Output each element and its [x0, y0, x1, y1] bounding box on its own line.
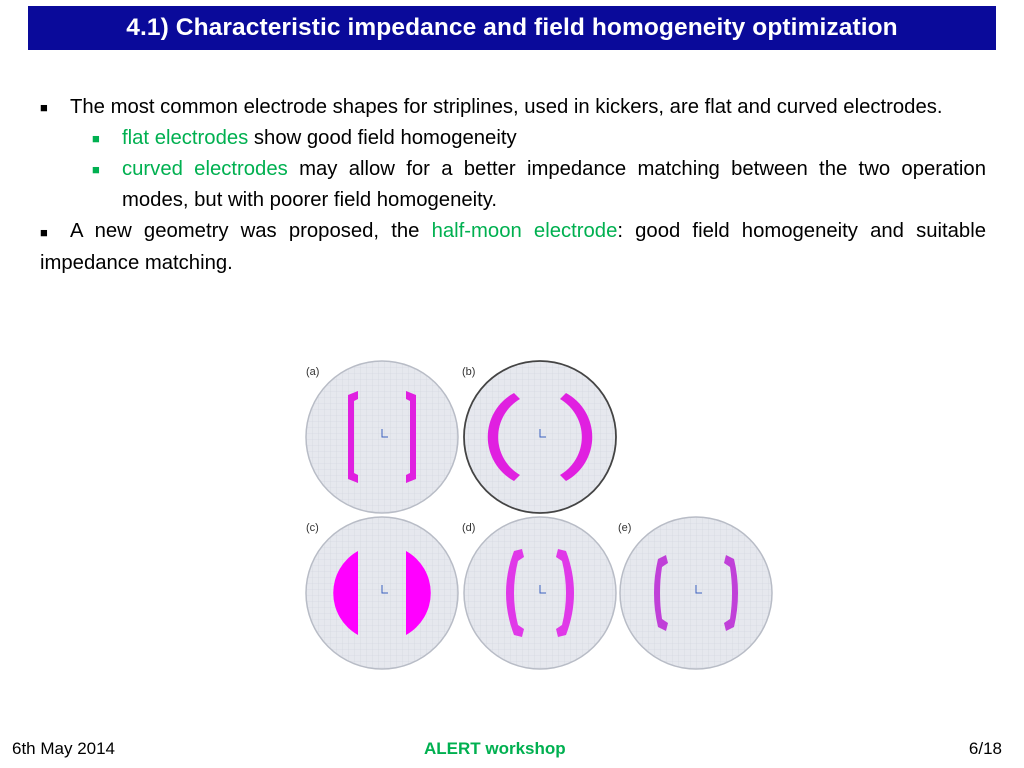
flat-electrode-right — [406, 391, 416, 483]
bullet-text-1: The most common electrode shapes for str… — [70, 96, 943, 118]
footer-event: ALERT workshop — [424, 739, 566, 758]
flat-electrode-left — [348, 391, 358, 483]
panel-d: (d) — [462, 516, 617, 670]
bullet-item-2: ■ A new geometry was proposed, the half-m… — [40, 216, 986, 279]
curved-electrode-right — [560, 393, 593, 481]
half-moon-electrode-left — [333, 551, 358, 635]
axis-marker-icon — [539, 585, 546, 594]
highlight-half-moon-electrode: half-moon electrode — [431, 220, 618, 242]
slide-body: ■ The most common electrode shapes for s… — [40, 92, 986, 279]
sub-bullet-text-2: may allow for a better impedance matchin… — [122, 158, 986, 211]
square-bullet-icon: ■ — [40, 100, 48, 115]
panel-label-b: (b) — [462, 366, 475, 378]
square-bullet-icon: ■ — [40, 225, 48, 240]
curved-electrode-left — [487, 393, 520, 481]
square-bullet-icon: ■ — [92, 162, 100, 177]
electrode-e-left — [654, 555, 668, 631]
sub-bullet-text-1: show good field homogeneity — [248, 127, 517, 149]
bullet-item-1: ■ The most common electrode shapes for s… — [40, 92, 986, 123]
axis-marker-icon — [539, 429, 546, 438]
electrode-geometry-figure: (a) (b) (c) (d) (e) — [305, 360, 773, 670]
panel-label-d: (d) — [462, 522, 475, 534]
panel-a: (a) — [305, 360, 459, 514]
axis-marker-icon — [695, 585, 702, 594]
sub-bullet-item-2: ■ curved electrodes may allow for a bett… — [40, 154, 986, 216]
panel-c: (c) — [305, 516, 459, 670]
slide-title: 4.1) Characteristic impedance and field … — [126, 14, 898, 41]
electrode-d-right — [556, 549, 574, 637]
sub-bullet-item-1: ■ flat electrodes show good field homoge… — [40, 123, 986, 154]
highlight-flat-electrodes: flat electrodes — [122, 127, 249, 149]
panel-label-e: (e) — [618, 522, 631, 534]
highlight-curved-electrodes: curved electrodes — [122, 158, 288, 180]
axis-marker-icon — [381, 585, 388, 594]
footer-date: 6th May 2014 — [12, 739, 116, 758]
slide-title-bar: 4.1) Characteristic impedance and field … — [28, 6, 996, 50]
half-moon-electrode-right — [406, 551, 431, 635]
axis-marker-icon — [381, 429, 388, 438]
panel-label-c: (c) — [306, 522, 319, 534]
panel-e: (e) — [618, 516, 773, 670]
square-bullet-icon: ■ — [92, 131, 100, 146]
electrode-e-right — [724, 555, 738, 631]
bullet-text-2-post: : good field homogeneity and suitable im… — [40, 220, 986, 274]
bullet-text-2-pre: A new geometry was proposed, the — [70, 220, 432, 242]
panel-label-a: (a) — [306, 366, 319, 378]
panel-b: (b) — [462, 360, 617, 514]
footer-page-number: 6/18 — [968, 739, 1002, 758]
electrode-d-left — [506, 549, 524, 637]
